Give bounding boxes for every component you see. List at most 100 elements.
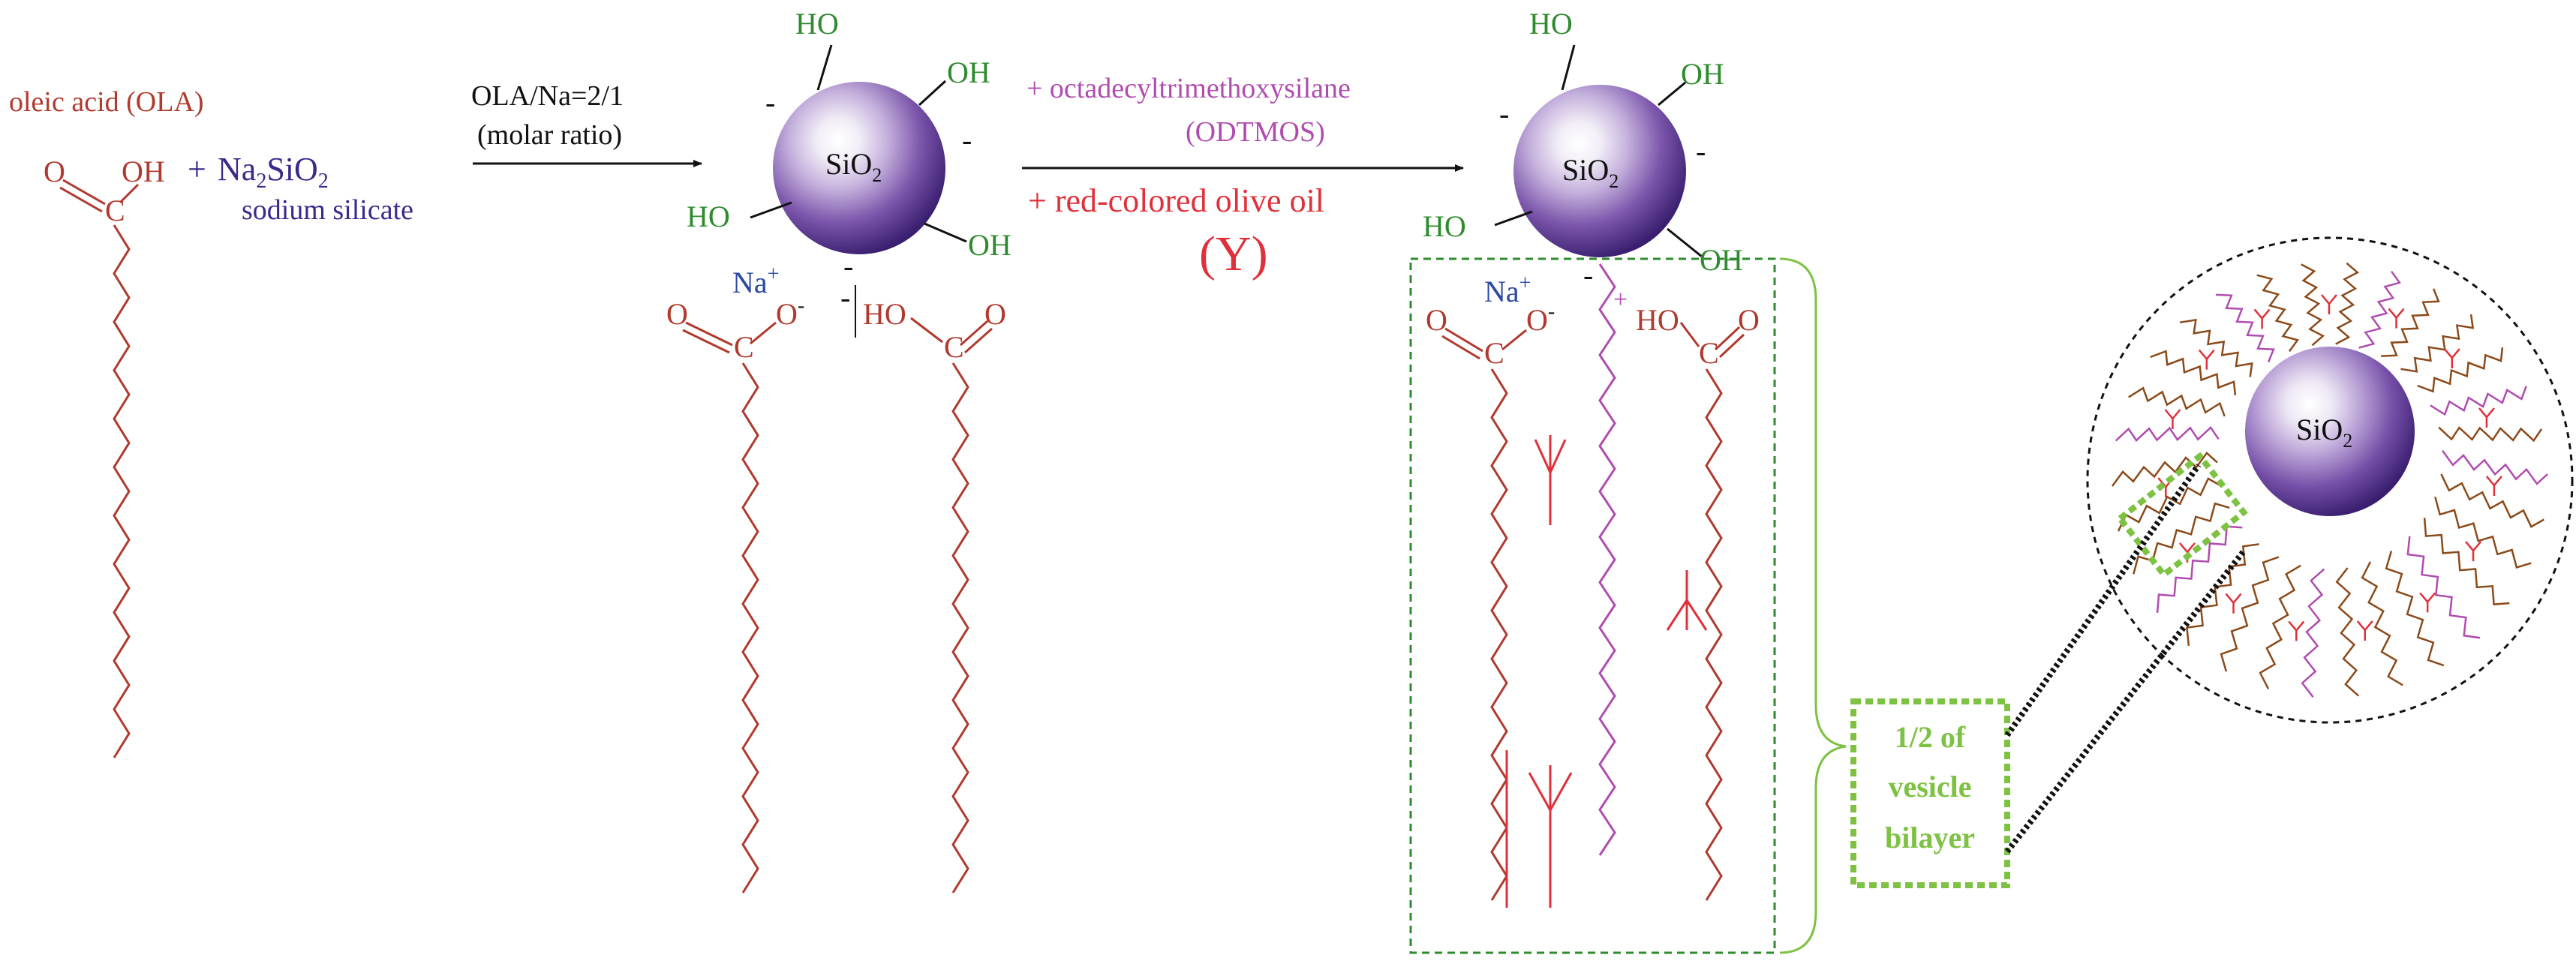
oil-mark: [2388, 308, 2405, 329]
carboxylate-chain: [1490, 368, 1508, 901]
vesicle-chain: [2259, 564, 2301, 689]
vesicle-label-box: 1/2 of vesicle bilayer: [1850, 698, 2010, 888]
arrow-2-reagent-odtmos: + octadecyltrimethoxysilane: [1026, 73, 1351, 104]
charge-minus: -: [1583, 258, 1593, 292]
vesicle: SiO2: [2004, 236, 2574, 854]
hydroxyl-lower-left: HO: [1423, 209, 1466, 243]
acid-carbonyl-o: O: [1738, 303, 1760, 337]
silica-core-label-3: SiO2: [2296, 413, 2352, 452]
vesicle-chain: [2381, 288, 2440, 357]
oleic-acid-carbonyl-o: O: [44, 155, 65, 188]
carboxylate-o: O: [1426, 303, 1447, 337]
oil-mark: [2320, 294, 2337, 315]
plus-sign: +: [188, 151, 206, 188]
vesicle-chains: [2111, 262, 2548, 698]
acid-chain: [1705, 368, 1723, 901]
vesicle-chain: [2133, 502, 2230, 575]
odtmos-chain: [1598, 263, 1616, 856]
arrow-1-condition-ratio: OLA/Na=2/1: [471, 80, 624, 112]
hydroxyl-lower-left: HO: [687, 200, 730, 233]
bilayer-inset-frame: [1409, 257, 1776, 954]
vesicle-chain: [2156, 525, 2243, 613]
arrow-1-condition-molar: (molar ratio): [477, 119, 622, 151]
sodium-ion: Na+: [1484, 272, 1531, 308]
ola-acid-pair: HO O C: [863, 297, 1006, 893]
acid-c: C: [944, 330, 964, 364]
silica-particle-2: SiO2 HO OH HO OH - - -: [1423, 7, 1743, 292]
oil-mark: [2478, 407, 2495, 428]
sodium-silicate-name: sodium silicate: [242, 194, 413, 226]
oil-symbol: (Y): [1199, 227, 1268, 281]
hydroxyl-top: HO: [795, 7, 839, 41]
charge-minus: -: [1696, 134, 1706, 168]
vesicle-chain: [2301, 263, 2325, 347]
bilayer-inset: Na+ O O- C HO O C +: [1426, 263, 1760, 908]
vesicle-chain: [2441, 449, 2548, 485]
vesicle-chain: [2179, 318, 2253, 377]
vesicle-chain: [2358, 270, 2401, 349]
oil-mark: [2465, 541, 2482, 562]
vesicle-chain: [2220, 556, 2280, 672]
vesicle-chain: [2216, 293, 2275, 363]
carboxylate-o: O: [666, 297, 688, 331]
hydroxyl-lower-right: OH: [968, 228, 1011, 262]
oil-mark: [2443, 348, 2460, 369]
charge-minus: -: [843, 249, 853, 283]
vesicle-chain: [2438, 426, 2543, 443]
oil-mark: [2198, 349, 2215, 370]
acid-ho: HO: [1636, 303, 1679, 337]
bilayer-brace: [1779, 257, 1847, 954]
vesicle-chain: [2111, 451, 2218, 487]
vesicle-chain: [2150, 350, 2237, 396]
vesicle-chain: [2430, 386, 2527, 416]
sodium-silicate-formula: Na2SiO2: [218, 151, 329, 193]
oleic-acid: oleic acid (OLA) O OH C: [9, 86, 204, 758]
vesicle-chain: [2385, 551, 2445, 667]
silica-sphere-2: [1513, 85, 1686, 257]
charge-plus: +: [1613, 286, 1628, 314]
oil-mark: [2225, 593, 2242, 614]
charge-minus: -: [1499, 97, 1509, 131]
vesicle-chain: [2115, 425, 2220, 443]
vesicle-chain: [2440, 473, 2544, 528]
carboxylate-chain: [741, 362, 759, 893]
vesicle-chain: [2256, 274, 2299, 353]
acid-ho: HO: [863, 297, 906, 331]
charge-minus: -: [765, 86, 775, 119]
vesicle-chain: [2335, 567, 2360, 697]
ola-sodium-pair: Na+ O O- C -: [666, 263, 856, 893]
carboxylate-c: C: [734, 330, 754, 364]
vesicle-chain: [2423, 518, 2510, 605]
vesicle-label-line2: vesicle: [1888, 770, 1971, 803]
oil-mark: [2253, 308, 2271, 329]
vesicle-chain: [2434, 496, 2532, 569]
oleic-acid-c: C: [105, 194, 125, 227]
silica-particle-1: SiO2 HO OH HO OH - - -: [687, 7, 1011, 283]
charge-minus: -: [840, 281, 850, 314]
vesicle-chain: [2117, 477, 2222, 532]
carboxylate-o-minus: O-: [1526, 300, 1555, 337]
vesicle-chain: [2186, 543, 2259, 647]
acid-chain: [951, 362, 969, 893]
arrow-2-reagent-olive-oil: + red-colored olive oil: [1028, 182, 1324, 219]
arrow-2-reagent-odtmos-abbr: (ODTMOS): [1186, 116, 1325, 148]
acid-carbonyl-o: O: [984, 297, 1006, 331]
vesicle-chain: [2361, 561, 2403, 686]
sodium-ion: Na+: [732, 263, 779, 299]
vesicle-label-line1: 1/2 of: [1895, 720, 1966, 754]
vesicle-chain: [2400, 314, 2475, 373]
vesicle-zoom-box: [2115, 452, 2248, 579]
oleic-acid-oh: OH: [122, 155, 165, 188]
reaction-arrow-1: OLA/Na=2/1 (molar ratio): [471, 80, 702, 167]
oleic-acid-carbonyl-bond: [59, 179, 140, 213]
vesicle-chain: [2128, 386, 2226, 417]
oil-mark: [2419, 592, 2436, 613]
carboxylate-o-minus: O-: [776, 294, 804, 331]
acid-c: C: [1699, 336, 1719, 370]
silica-core-label-2: SiO2: [1562, 153, 1619, 192]
silica-sphere-3: [2245, 347, 2415, 516]
oleic-acid-label: oleic acid (OLA): [9, 86, 204, 118]
reaction-arrow-2: + octadecyltrimethoxysilane (ODTMOS) + r…: [1022, 73, 1464, 281]
charge-minus: -: [962, 123, 972, 157]
